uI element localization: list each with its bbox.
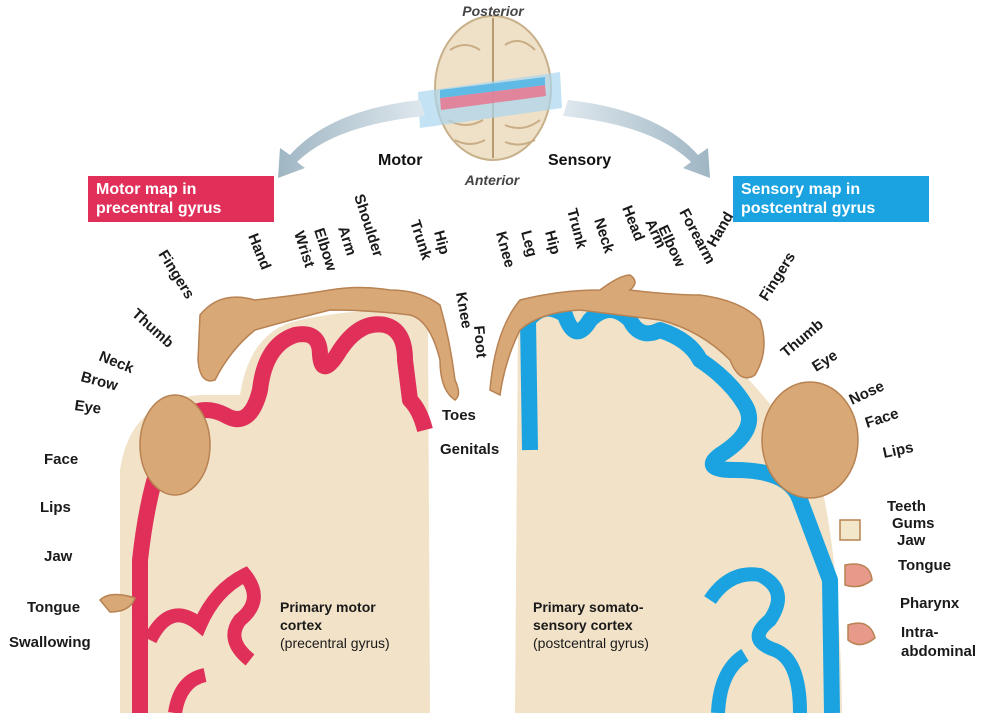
motor-label-arm: Arm (334, 224, 359, 258)
sensory-direction-label: Sensory (548, 152, 611, 169)
sensory-label-eye: Eye (809, 347, 841, 376)
motor-label-trunk: Trunk (406, 218, 435, 263)
motor-label-thumb: Thumb (128, 305, 177, 351)
motor-cortex-section (120, 311, 430, 713)
sensory-label-nose: Nose (847, 378, 887, 409)
motor-label-foot: Foot (470, 325, 490, 359)
sensory-label-teeth: Teeth (887, 498, 926, 515)
motor-label-fingers: Fingers (155, 247, 198, 302)
motor-label-knee: Knee (452, 291, 475, 330)
sensory-label-trunk: Trunk (563, 207, 590, 251)
motor-label-swallowing: Swallowing (9, 634, 91, 651)
motor-direction-label: Motor (378, 152, 422, 169)
anterior-label: Anterior (464, 172, 521, 188)
top-brain-illustration (418, 16, 562, 160)
sensory-caption-line2: sensory cortex (533, 617, 633, 633)
motor-caption-line2: cortex (280, 617, 322, 633)
sensory-label-gums: Gums (892, 515, 935, 532)
sensory-label-jaw: Jaw (897, 532, 926, 549)
motor-map-box: Motor map in precentral gyrus (88, 176, 274, 222)
posterior-label: Posterior (462, 3, 525, 19)
sensory-label-knee: Knee (492, 230, 518, 270)
motor-label-tongue: Tongue (27, 599, 80, 616)
motor-label-lips: Lips (40, 499, 71, 516)
sensory-cortex-caption: Primary somato- sensory cortex (postcent… (533, 599, 649, 651)
sensory-label-neck: Neck (590, 216, 617, 256)
motor-label-jaw: Jaw (44, 548, 73, 565)
motor-caption-sub: (precentral gyrus) (280, 635, 390, 651)
motor-label-eye: Eye (73, 397, 102, 418)
sensory-label-fingers: Fingers (756, 249, 799, 304)
sensory-caption-sub: (postcentral gyrus) (533, 635, 649, 651)
motor-label-face: Face (44, 451, 78, 468)
motor-caption-line1: Primary motor (280, 599, 376, 615)
sensory-label-lips: Lips (881, 439, 915, 462)
motor-label-hand: Hand (244, 231, 274, 272)
sensory-label-leg: Leg (517, 229, 540, 259)
motor-label-toes: Toes (442, 407, 476, 424)
sensory-caption-line1: Primary somato- (533, 599, 644, 615)
motor-label-genitals: Genitals (440, 441, 499, 458)
motor-label-brow: Brow (79, 368, 120, 394)
sensory-label-face: Face (863, 405, 901, 432)
sensory-label-tongue: Tongue (898, 557, 951, 574)
sensory-map-box: Sensory map in postcentral gyrus (733, 176, 929, 222)
sensory-label-pharynx: Pharynx (900, 595, 960, 612)
sensory-label-hip: Hip (541, 229, 564, 257)
sensory-label-intra: Intra- (901, 624, 939, 641)
sensory-label-abdominal: abdominal (901, 643, 976, 660)
